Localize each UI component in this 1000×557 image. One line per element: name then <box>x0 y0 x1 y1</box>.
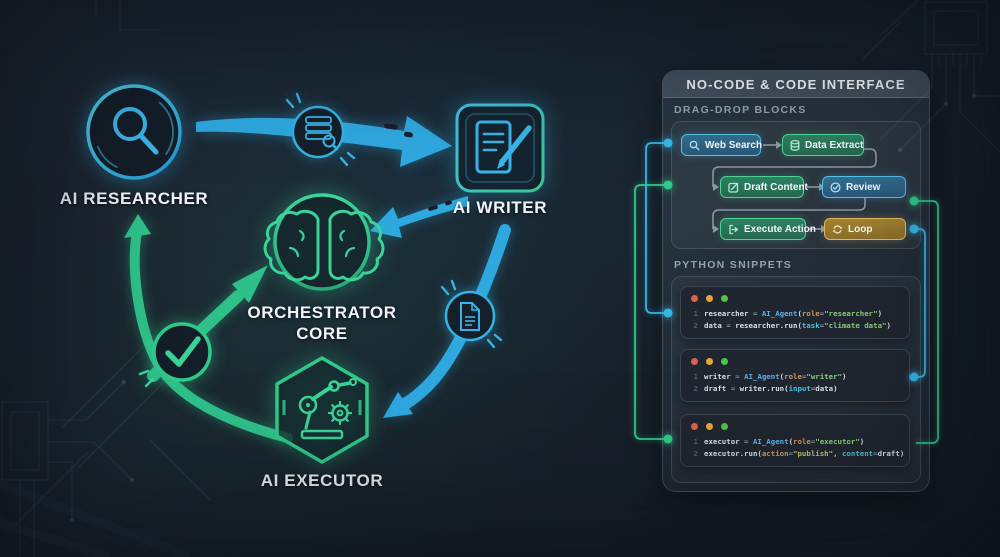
executor-label: AI EXECUTOR <box>260 471 384 490</box>
window-buttons <box>691 295 901 302</box>
researcher-node <box>86 84 182 180</box>
panel-title: NO-CODE & CODE INTERFACE <box>663 71 929 98</box>
orchestrator-node <box>263 193 385 291</box>
brain-icon <box>263 209 385 282</box>
orchestrator-label: ORCHESTRATOR CORE <box>247 303 397 343</box>
document-pencil-icon <box>475 120 532 174</box>
block-draft-content[interactable]: Draft Content <box>720 176 808 198</box>
maximize-dot-icon <box>721 295 728 302</box>
chip-outline <box>1 401 49 481</box>
document-node <box>440 279 503 349</box>
check-icon <box>165 336 201 367</box>
document-icon <box>460 302 480 331</box>
close-dot-icon <box>691 358 698 365</box>
drag-drop-section-label: DRAG-DROP BLOCKS <box>674 104 807 116</box>
database-icon <box>790 139 800 151</box>
block-review[interactable]: Review <box>822 176 906 198</box>
magnifier-icon <box>113 107 159 155</box>
writer-node <box>455 103 545 193</box>
window-buttons <box>691 423 901 430</box>
loop-icon <box>832 224 843 234</box>
check-circle-icon <box>830 181 841 193</box>
arrow-researcher-to-writer <box>196 116 452 167</box>
server-stack-icon <box>305 116 339 151</box>
sparkle-accent <box>440 279 503 349</box>
drag-drop-blocks-box: Web Search Data Extract <box>671 121 921 249</box>
minimize-dot-icon <box>706 423 713 430</box>
block-data-extract[interactable]: Data Extract <box>782 134 864 156</box>
close-dot-icon <box>691 423 698 430</box>
block-web-search[interactable]: Web Search <box>681 134 762 156</box>
block-flow-connectors <box>712 141 877 233</box>
minimize-dot-icon <box>706 295 713 302</box>
data-server-node <box>285 92 356 167</box>
edit-icon <box>728 182 739 193</box>
window-buttons <box>691 358 901 365</box>
python-section-label: PYTHON SNIPPETS <box>674 259 793 271</box>
run-icon <box>729 224 739 234</box>
check-node <box>138 322 212 388</box>
maximize-dot-icon <box>721 358 728 365</box>
no-code-code-interface-panel: NO-CODE & CODE INTERFACE DRAG-DROP BLOCK… <box>662 70 930 492</box>
block-loop[interactable]: Loop <box>824 218 906 240</box>
close-dot-icon <box>691 295 698 302</box>
gear-icon <box>327 400 353 426</box>
minimize-dot-icon <box>706 358 713 365</box>
sparkle-accent <box>138 369 155 388</box>
writer-label: AI WRITER <box>452 198 548 217</box>
robot-arm-icon <box>298 378 357 440</box>
block-execute-action[interactable]: Execute Action <box>720 218 816 240</box>
researcher-label: AI RESEARCHER <box>59 189 209 208</box>
executor-node <box>275 356 369 464</box>
chip-outline <box>924 1 988 55</box>
search-icon <box>689 140 700 151</box>
sparkle-accent <box>285 92 356 167</box>
maximize-dot-icon <box>721 423 728 430</box>
